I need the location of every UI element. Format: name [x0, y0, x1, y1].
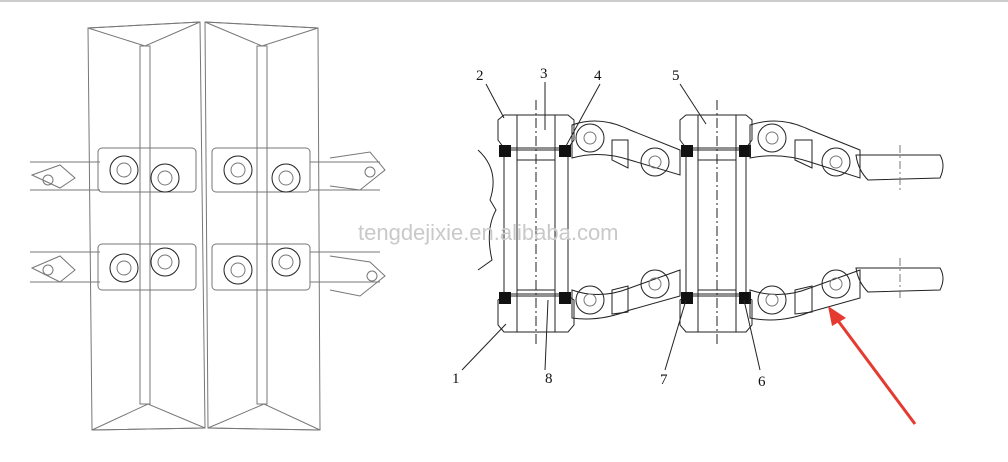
callout-8: 8 [545, 371, 553, 387]
callout-6: 6 [758, 374, 766, 390]
pin-assembly-left [477, 100, 575, 345]
lower-chain-row [30, 243, 386, 297]
callout-2: 2 [476, 68, 484, 84]
lower-links [571, 258, 944, 321]
watermark-text: tengdejixie.en.alibaba.com [358, 220, 619, 245]
left-flight-plate [87, 21, 206, 431]
upper-chain-row [30, 147, 386, 193]
callout-7: 7 [660, 372, 668, 388]
callout-3: 3 [540, 66, 548, 82]
red-arrow-indicator [828, 306, 917, 425]
pin-assembly-right [679, 100, 753, 345]
chain-plan-view [30, 21, 386, 431]
right-flight-plate [204, 21, 321, 431]
callout-5: 5 [672, 68, 680, 84]
callout-1: 1 [452, 371, 460, 387]
chain-section-view: 2 3 4 5 1 8 7 6 [452, 66, 944, 425]
upper-links [571, 120, 944, 190]
callout-4: 4 [594, 68, 602, 84]
callout-labels: 2 3 4 5 1 8 7 6 [452, 66, 766, 390]
leader-lines [461, 82, 761, 371]
